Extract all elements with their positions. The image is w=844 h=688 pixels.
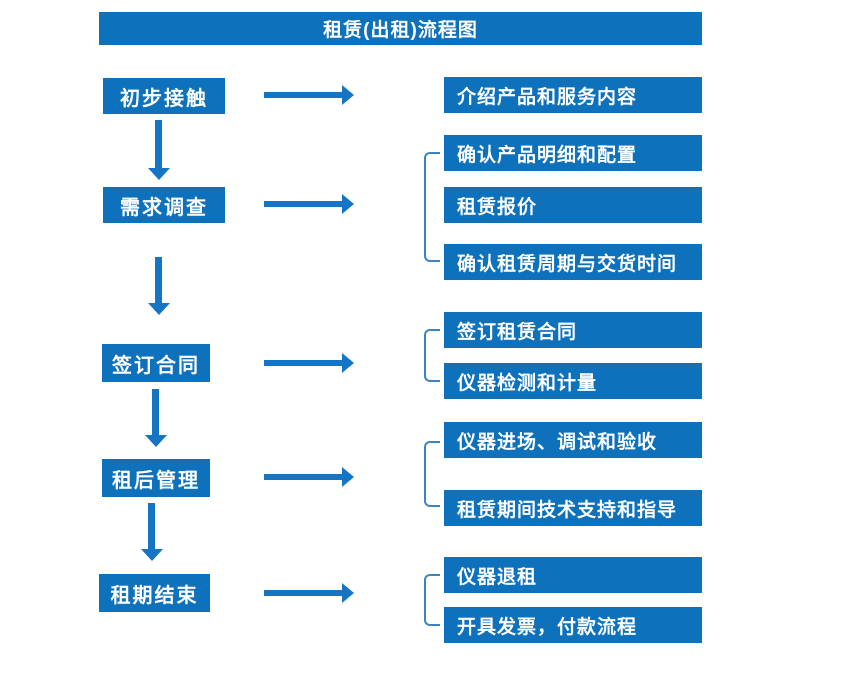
arrow-head-icon <box>342 194 354 214</box>
flow-arrow-1 <box>264 85 354 105</box>
bracket-sign-contract-group <box>424 329 440 382</box>
arrow-head-icon <box>342 583 354 603</box>
stage-box-lease-end: 租期结束 <box>99 574 210 612</box>
flow-arrow-2 <box>264 194 354 214</box>
arrow-head-icon <box>342 85 354 105</box>
arrow-head-icon <box>148 168 170 180</box>
detail-box-confirm-product-details-config: 确认产品明细和配置 <box>444 135 702 171</box>
detail-box-instrument-setup-acceptance: 仪器进场、调试和验收 <box>444 422 702 458</box>
stage-box-sign-contract: 签订合同 <box>102 344 210 382</box>
flow-arrow-5 <box>264 583 354 603</box>
arrow-shaft <box>264 360 343 366</box>
stage-box-post-rental-management: 租后管理 <box>102 459 210 497</box>
down-arrow-2 <box>148 257 170 315</box>
arrow-shaft <box>264 201 343 207</box>
diagram-title: 租赁(出租)流程图 <box>99 12 702 45</box>
arrow-shaft <box>155 257 162 304</box>
arrow-shaft <box>264 92 343 98</box>
flow-arrow-4 <box>264 467 354 487</box>
detail-box-introduce-products-services: 介绍产品和服务内容 <box>444 77 702 113</box>
arrow-shaft <box>152 389 159 436</box>
arrow-head-icon <box>342 353 354 373</box>
detail-box-rental-quotation: 租赁报价 <box>444 187 702 223</box>
flow-arrow-3 <box>264 353 354 373</box>
down-arrow-3 <box>145 389 167 447</box>
stage-box-demand-survey: 需求调查 <box>103 187 225 223</box>
arrow-head-icon <box>141 549 163 561</box>
arrow-head-icon <box>342 467 354 487</box>
arrow-shaft <box>148 503 155 550</box>
down-arrow-4 <box>141 503 163 561</box>
detail-box-sign-rental-contract: 签订租赁合同 <box>444 312 702 348</box>
arrow-shaft <box>155 120 162 169</box>
detail-box-confirm-rental-period-delivery: 确认租赁周期与交货时间 <box>444 244 702 280</box>
bracket-post-rental-group <box>424 441 440 507</box>
arrow-shaft <box>264 474 343 480</box>
arrow-head-icon <box>148 303 170 315</box>
detail-box-invoicing-payment-process: 开具发票，付款流程 <box>444 607 702 643</box>
arrow-head-icon <box>145 435 167 447</box>
detail-box-instrument-return: 仪器退租 <box>444 557 702 593</box>
arrow-shaft <box>264 590 343 596</box>
detail-box-instrument-testing-metering: 仪器检测和计量 <box>444 363 702 399</box>
down-arrow-1 <box>148 120 170 180</box>
bracket-demand-survey-group <box>424 152 440 262</box>
stage-box-initial-contact: 初步接触 <box>103 78 225 114</box>
detail-box-technical-support-guidance: 租赁期间技术支持和指导 <box>444 490 702 526</box>
bracket-lease-end-group <box>424 574 440 626</box>
